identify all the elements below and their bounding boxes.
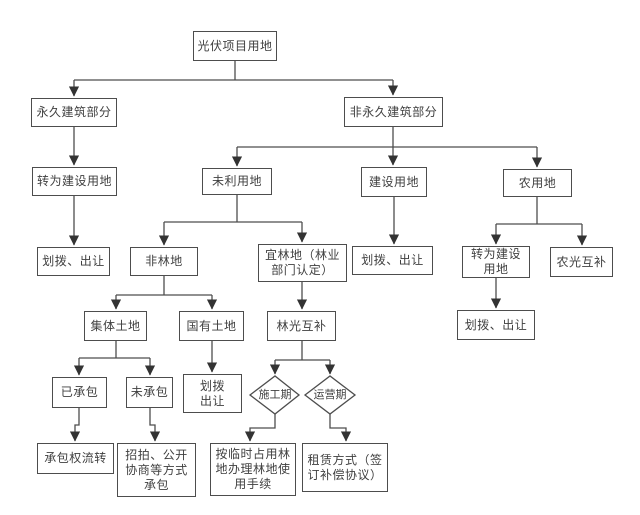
node-contract-right-transfer: 承包权流转	[37, 443, 114, 474]
node-perm-convert-to-construction: 转为建设用地	[32, 167, 117, 196]
node-non-permanent-building: 非永久建筑部分	[344, 97, 443, 127]
node-unused-land: 未利用地	[202, 168, 272, 195]
node-agri-allocation-transfer: 划拨、出让	[457, 310, 535, 340]
node-forest-pv-complement: 林光互补	[267, 311, 336, 341]
node-contracted: 已承包	[52, 377, 107, 408]
node-pv-project-land: 光伏项目用地	[193, 31, 277, 61]
node-lease-compensation: 租赁方式（签 订补偿协议）	[302, 443, 388, 492]
edges-from-non-forest-land	[110, 276, 218, 310]
node-state-owned-land: 国有土地	[179, 311, 244, 341]
edges-from-collective-land	[73, 341, 156, 376]
node-agricultural-land: 农用地	[503, 169, 572, 197]
node-suitable-forest-land: 宜林地（林业 部门认定）	[258, 244, 347, 282]
node-construction-period-label: 施工期	[258, 389, 292, 401]
node-perm-allocation-transfer: 划拨、出让	[37, 247, 110, 276]
node-not-contracted: 未承包	[126, 377, 173, 408]
node-operation-period-label: 运营期	[313, 389, 347, 401]
node-collective-land: 集体土地	[84, 311, 147, 341]
node-construction-land: 建设用地	[361, 167, 427, 197]
node-bidding-contract: 招拍、公开 协商等方式 承包	[117, 443, 196, 497]
edges-from-unused-land	[158, 195, 308, 246]
edges-from-pv-project-land	[68, 61, 399, 97]
node-permanent-building: 永久建筑部分	[31, 98, 117, 127]
node-construction-allocation-transfer: 划拨、出让	[352, 246, 433, 275]
node-agri-convert-to-construction: 转为建设 用地	[462, 246, 530, 278]
node-agri-pv-complement: 农光互补	[550, 247, 613, 277]
node-state-allocation-transfer: 划拨 出让	[183, 374, 242, 413]
edges-from-forest-pv	[269, 341, 336, 375]
edges-from-non-permanent	[231, 127, 543, 168]
node-temp-forest-procedure: 按临时占用林 地办理林地使 用手续	[210, 443, 296, 496]
node-non-forest-land: 非林地	[130, 247, 198, 276]
